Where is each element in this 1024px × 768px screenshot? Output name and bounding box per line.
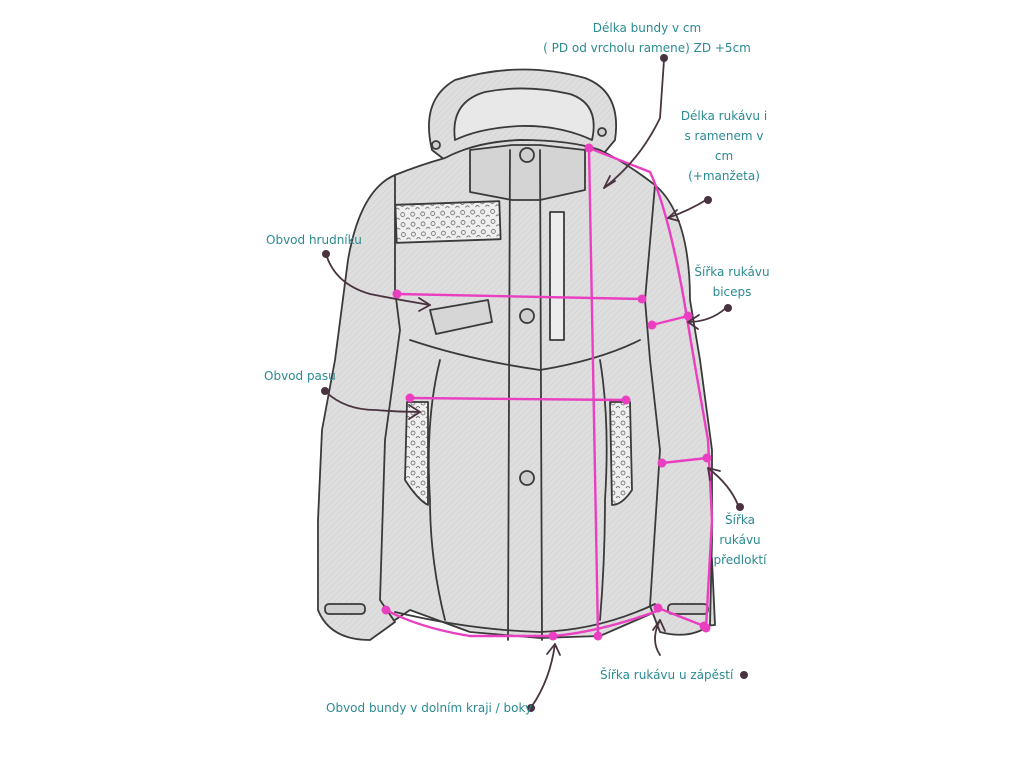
label-jacket-length: Délka bundy v cm ( PD od vrcholu ramene)… bbox=[540, 18, 754, 58]
measure-line-sleeve-length bbox=[587, 146, 714, 630]
label-forearm-line3: předloktí bbox=[713, 553, 767, 567]
label-sleeve-length-line4: (+manžeta) bbox=[688, 169, 760, 183]
measure-lines bbox=[384, 146, 714, 638]
label-forearm-line1: Šířka bbox=[725, 513, 755, 527]
curved-arrow-icon bbox=[603, 59, 665, 189]
jacket-button bbox=[519, 308, 535, 324]
jacket-zip-pocket bbox=[549, 211, 565, 341]
pointer-dot-icon bbox=[740, 671, 748, 679]
measure-dot-icon bbox=[548, 631, 558, 641]
label-forearm: Šířka rukávu předloktí bbox=[700, 510, 780, 570]
measure-line-chest bbox=[395, 292, 644, 301]
curved-arrow-icon bbox=[652, 619, 666, 632]
curved-arrow-icon bbox=[408, 404, 421, 420]
jacket-button bbox=[519, 470, 535, 486]
jacket-yoke-seam bbox=[409, 339, 641, 371]
jacket-hem-band bbox=[394, 603, 656, 633]
label-waist: Obvod pasu bbox=[264, 369, 336, 383]
label-forearm-line2: rukávu bbox=[719, 533, 761, 547]
pointer-dot-icon bbox=[527, 704, 535, 712]
label-jacket-length-line2: ( PD od vrcholu ramene) ZD +5cm bbox=[543, 41, 751, 55]
label-jacket-length-line1: Délka bundy v cm bbox=[592, 21, 702, 35]
curved-arrow-icon bbox=[325, 391, 421, 413]
jacket-button bbox=[519, 147, 535, 163]
label-sleeve-length-line2: s ramenem v bbox=[684, 129, 764, 143]
jacket-hood-inner bbox=[453, 87, 595, 141]
measure-dot-icon bbox=[381, 605, 391, 615]
measure-line-forearm bbox=[660, 456, 709, 465]
pointer-dots bbox=[321, 54, 748, 712]
measure-dot-icon bbox=[702, 453, 712, 463]
label-sleeve-length-line1: Délka rukávu i bbox=[680, 109, 768, 123]
measure-dot-icon bbox=[392, 289, 402, 299]
measure-dot-icon bbox=[647, 320, 657, 330]
measure-line-jacket-length bbox=[587, 146, 600, 638]
pointer-arrows bbox=[325, 59, 739, 707]
jacket-chest-patch bbox=[394, 200, 502, 244]
measure-dots bbox=[381, 143, 712, 641]
measure-dot-icon bbox=[657, 458, 667, 468]
jacket-toggle bbox=[431, 140, 441, 150]
label-sleeve-length: Délka rukávu i s ramenem v cm (+manžeta) bbox=[674, 106, 774, 186]
measure-dot-icon bbox=[584, 143, 594, 153]
measure-dot-icon bbox=[699, 621, 709, 631]
measure-line-biceps bbox=[650, 314, 690, 327]
pointer-dot-icon bbox=[660, 54, 668, 62]
label-sleeve-length-line3: cm bbox=[714, 149, 734, 163]
curved-arrow-icon bbox=[531, 643, 556, 707]
measure-dot-icon bbox=[593, 631, 603, 641]
jacket-cuff-tab bbox=[667, 603, 709, 615]
curved-arrow-icon bbox=[667, 209, 680, 222]
measure-dot-icon bbox=[683, 311, 693, 321]
label-biceps: Šířka rukávu biceps bbox=[682, 262, 782, 302]
curved-arrow-icon bbox=[687, 314, 700, 330]
label-wrist: Šířka rukávu u zápěstí bbox=[600, 668, 734, 682]
measure-dot-icon bbox=[621, 395, 631, 405]
curved-arrow-icon bbox=[603, 175, 616, 189]
jacket-collar bbox=[469, 144, 586, 201]
jacket-chest-flap bbox=[429, 299, 493, 335]
measure-dot-icon bbox=[653, 603, 663, 613]
measure-line-waist bbox=[408, 396, 628, 402]
jacket-toggle bbox=[597, 127, 607, 137]
pointer-dot-icon bbox=[321, 387, 329, 395]
curved-arrow-icon bbox=[667, 199, 707, 219]
curved-arrow-icon bbox=[707, 467, 739, 506]
pointer-dot-icon bbox=[724, 304, 732, 312]
jacket-left-sleeve bbox=[317, 174, 401, 641]
label-biceps-line1: Šířka rukávu bbox=[694, 265, 770, 279]
curved-arrow-icon bbox=[546, 643, 561, 656]
jacket-placket bbox=[507, 149, 543, 641]
curved-arrow-icon bbox=[325, 253, 431, 306]
label-biceps-line2: biceps bbox=[712, 285, 752, 299]
label-hem: Obvod bundy v dolním kraji / boky bbox=[326, 701, 533, 715]
curved-arrow-icon bbox=[687, 307, 727, 323]
jacket-cuff-tab bbox=[324, 603, 366, 615]
measure-line-wrist bbox=[656, 606, 706, 628]
jacket-right-pocket-print bbox=[609, 401, 633, 506]
pointer-dot-icon bbox=[322, 250, 330, 258]
pointer-dot-icon bbox=[704, 196, 712, 204]
pointer-dot-icon bbox=[736, 503, 744, 511]
jacket-illustration bbox=[317, 68, 716, 641]
label-chest: Obvod hrudníku bbox=[266, 233, 362, 247]
jacket-left-pocket-print bbox=[404, 401, 429, 506]
measure-dot-icon bbox=[637, 294, 647, 304]
curved-arrow-icon bbox=[707, 467, 721, 481]
measure-dot-icon bbox=[405, 393, 415, 403]
curved-arrow-icon bbox=[418, 297, 431, 312]
